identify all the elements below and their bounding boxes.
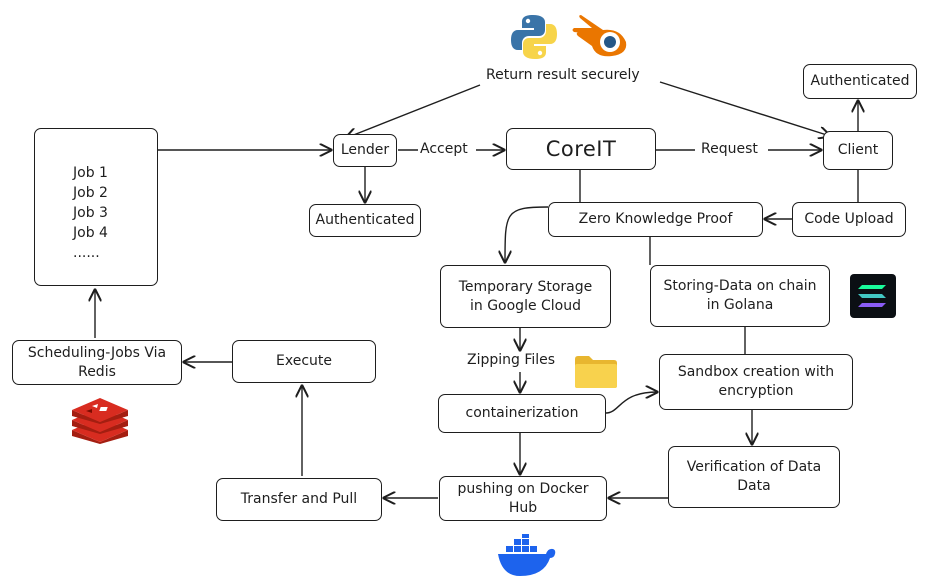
lender-node: Lender [333,134,397,167]
zkp-node: Zero Knowledge Proof [548,202,763,237]
docker-icon [498,534,556,576]
redis-icon [72,398,128,444]
verification-node: Verification of Data Data [668,446,840,508]
accept-label: Accept [420,141,468,157]
execute-node: Execute [232,340,376,383]
python-icon [511,15,557,59]
job-item: Job 4 [73,225,108,241]
arrow-container-to-sandbox [605,392,657,414]
containerization-node: containerization [438,394,606,433]
temp-storage-node: Temporary Storage in Google Cloud [440,265,611,328]
zipping-files-label: Zipping Files [467,352,556,368]
scheduling-node: Scheduling-Jobs Via Redis [12,340,182,385]
blender-icon [572,15,627,57]
docker-push-node: pushing on Docker Hub [439,476,607,521]
job-list-panel: Job 1 Job 2 Job 3 Job 4 ...... [34,128,158,286]
coreit-node: CoreIT [506,128,656,170]
job-item: Job 3 [73,205,108,221]
job-item: Job 1 [73,165,108,181]
solana-icon [850,274,896,318]
code-upload-node: Code Upload [792,202,906,237]
job-item: Job 2 [73,185,108,201]
request-label: Request [701,141,758,157]
client-node: Client [823,131,893,170]
folder-icon [575,356,617,388]
job-item: ...... [73,245,100,261]
storing-data-node: Storing-Data on chain in Golana [650,265,830,327]
authenticated-client-node: Authenticated [803,64,917,99]
sandbox-node: Sandbox creation with encryption [659,354,853,410]
authenticated-lender-node: Authenticated [309,204,421,237]
arrow-return-to-lender [346,84,481,138]
return-result-label: Return result securely [486,67,640,83]
arrow-return-to-client [659,81,830,136]
arrow-zkp-to-temp [505,206,549,262]
transfer-pull-node: Transfer and Pull [216,478,382,521]
